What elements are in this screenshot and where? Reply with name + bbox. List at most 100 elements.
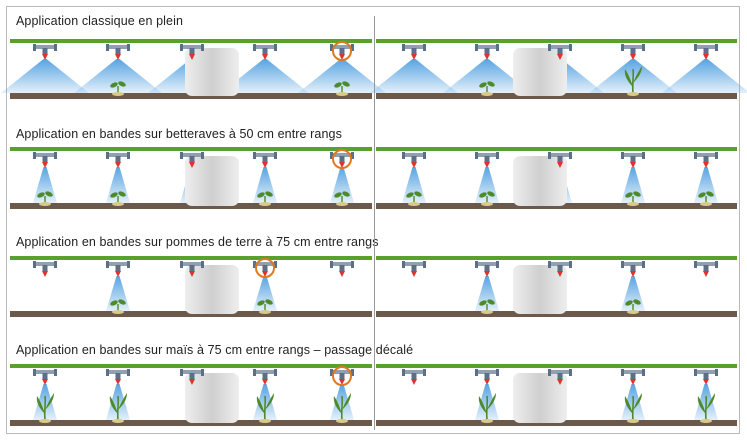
nozzle-icon: [253, 369, 277, 385]
nozzle-stem: [484, 265, 490, 272]
plant-leaf: [479, 192, 487, 198]
nozzle-tip: [484, 54, 490, 60]
nozzle-stem: [484, 156, 490, 163]
nozzle-icon: [33, 152, 57, 168]
nozzle-side: [548, 44, 551, 51]
plant-leaf: [257, 192, 265, 198]
nozzle-icon: [33, 261, 57, 277]
plant-leaf: [342, 393, 351, 410]
plant-icon: [479, 191, 495, 206]
plant-leaf: [624, 396, 633, 414]
nozzle-stem: [42, 156, 48, 163]
nozzle-tip: [262, 54, 268, 60]
nozzle-mount: [623, 370, 643, 374]
nozzle-mount: [623, 153, 643, 157]
plant-icon: [333, 393, 351, 423]
nozzle-stem: [630, 373, 636, 380]
soil-mound: [112, 202, 124, 206]
nozzle-side: [33, 261, 36, 268]
nozzle-stem: [189, 48, 195, 55]
tractor-wheel-icon: [185, 48, 239, 96]
plant-icon: [37, 191, 53, 206]
nozzle-side: [496, 261, 499, 268]
plant-icon: [110, 299, 126, 314]
nozzle-mount: [550, 370, 570, 374]
plant-leaf: [414, 191, 422, 197]
nozzle-side: [402, 369, 405, 376]
nozzle-icon: [330, 369, 354, 385]
nozzle-side: [201, 44, 204, 51]
nozzle-icon: [694, 152, 718, 168]
nozzle-mount: [332, 262, 352, 266]
soil-mound: [700, 419, 712, 423]
nozzle-icon: [621, 369, 645, 385]
nozzle-mount: [255, 370, 275, 374]
tractor-wheel-icon: [513, 265, 567, 314]
plant-icon: [625, 299, 641, 314]
nozzle-icon: [253, 152, 277, 168]
nozzle-mount: [108, 370, 128, 374]
nozzle-icon: [180, 261, 204, 277]
section-title-potato-bands: Application en bandes sur pommes de terr…: [16, 235, 379, 249]
nozzle-tip: [339, 379, 345, 385]
nozzle-side: [621, 44, 624, 51]
plant-icon: [256, 393, 274, 423]
nozzle-side: [423, 261, 426, 268]
plant-stem: [631, 395, 635, 421]
nozzle-side: [621, 152, 624, 159]
nozzle-icon: [548, 369, 572, 385]
nozzle-icon: [475, 369, 499, 385]
nozzle-stem: [703, 48, 709, 55]
nozzle-stem: [557, 48, 563, 55]
plant-icon: [624, 66, 642, 96]
nozzle-icon: [180, 152, 204, 168]
nozzle-stem: [411, 48, 417, 55]
nozzle-tip: [630, 271, 636, 277]
nozzle-tip: [411, 54, 417, 60]
plant-icon: [478, 393, 496, 423]
soil-mound: [259, 419, 271, 423]
plant-icon: [479, 299, 495, 314]
nozzle-tip: [42, 379, 48, 385]
spray-cone-icon: [221, 59, 309, 93]
nozzle-tip: [411, 271, 417, 277]
boom-bar: [376, 147, 737, 151]
nozzle-icon: [548, 261, 572, 277]
nozzle-mount: [623, 262, 643, 266]
nozzle-side: [127, 369, 130, 376]
nozzle-stem: [703, 373, 709, 380]
soil-mound: [627, 202, 639, 206]
highlight-circle-icon: [332, 149, 352, 169]
plant-icon: [257, 299, 273, 314]
nozzle-stem: [262, 48, 268, 55]
nozzle-tip: [189, 54, 195, 60]
plant-icon: [334, 191, 350, 206]
nozzle-side: [402, 152, 405, 159]
plant-leaf: [257, 300, 265, 306]
nozzle-side: [106, 369, 109, 376]
nozzle-tip: [411, 379, 417, 385]
nozzle-tip: [557, 162, 563, 168]
soil-mound: [627, 310, 639, 314]
nozzle-side: [694, 152, 697, 159]
plant-leaf: [110, 300, 118, 306]
tractor-wheel-icon: [513, 156, 567, 206]
nozzle-side: [253, 152, 256, 159]
spray-cone-icon: [1, 59, 89, 93]
nozzle-side: [330, 152, 333, 159]
nozzle-mount: [108, 45, 128, 49]
nozzle-stem: [262, 156, 268, 163]
nozzle-mount: [404, 262, 424, 266]
nozzle-tip: [484, 162, 490, 168]
nozzle-mount: [404, 153, 424, 157]
nozzle-stem: [42, 265, 48, 272]
soil-mound: [700, 202, 712, 206]
nozzle-tip: [557, 54, 563, 60]
soil-mound: [481, 419, 493, 423]
nozzle-side: [180, 44, 183, 51]
soil-mound: [259, 310, 271, 314]
nozzle-side: [715, 369, 718, 376]
nozzle-mount: [477, 153, 497, 157]
soil-mound: [336, 92, 348, 96]
nozzle-icon: [402, 369, 426, 385]
